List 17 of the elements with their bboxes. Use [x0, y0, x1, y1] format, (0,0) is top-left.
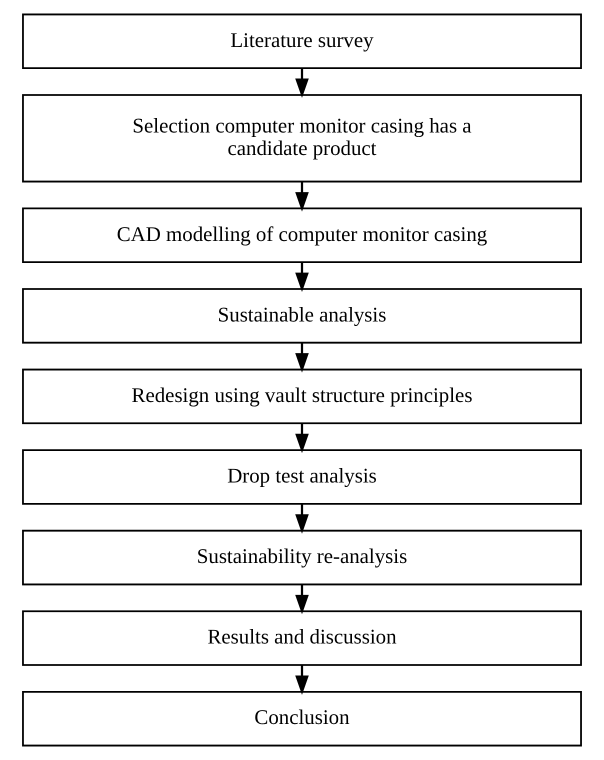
arrow	[295, 423, 309, 454]
node-box: Results and discussion	[22, 610, 582, 666]
arrow	[295, 262, 309, 292]
arrow	[295, 342, 309, 373]
node-box: Conclusion	[22, 690, 582, 746]
node-box: Drop test analysis	[22, 449, 582, 505]
arrow	[295, 665, 309, 695]
arrow	[295, 504, 309, 534]
arrow	[295, 584, 309, 614]
arrow	[295, 182, 309, 212]
node-box: Selection computer monitor casing has a candidate product	[22, 94, 582, 182]
arrow	[295, 68, 309, 98]
node-box: Sustainable analysis	[22, 288, 582, 344]
node-box: Redesign using vault structure principles	[22, 368, 582, 424]
node-box: CAD modelling of computer monitor casing	[22, 208, 582, 264]
node-box: Literature survey	[22, 14, 582, 70]
node-box: Sustainability re-analysis	[22, 530, 582, 586]
